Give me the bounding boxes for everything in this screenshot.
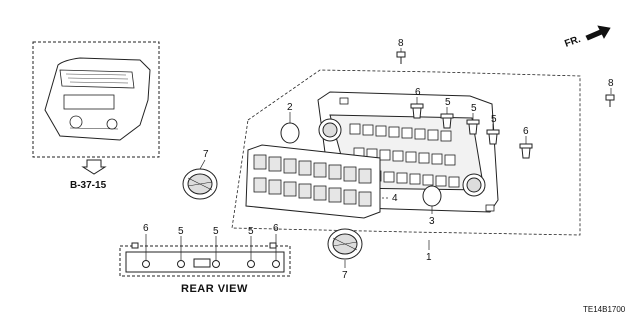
leader-lines [145,48,612,268]
assembly-outline [231,69,581,236]
screw-left [396,51,406,64]
callout-6-upper: 6 [415,87,421,98]
rear-callout-6-right: 6 [273,223,279,234]
callout-1: 1 [426,252,432,263]
front-direction-arrow [585,25,611,41]
rear-callout-5-c: 5 [248,226,254,237]
callout-2: 2 [287,102,293,113]
reference-arrow [81,159,107,175]
disc-part-3 [422,185,442,207]
rear-callout-6-left: 6 [143,223,149,234]
callout-8-left: 8 [398,38,404,49]
reference-label: B-37-15 [70,180,107,191]
knob-lower [327,228,363,260]
callout-5-c: 5 [491,114,497,125]
callout-8-right: 8 [608,78,614,89]
bulb-sockets [410,103,533,159]
callout-5-a: 5 [445,97,451,108]
rear-callout-5-a: 5 [178,226,184,237]
callout-4: 4 [392,193,398,204]
callout-7-upper: 7 [203,149,209,160]
disc-part-2 [280,122,300,144]
front-direction-label: FR. [563,34,582,50]
callout-3: 3 [429,216,435,227]
rear-view [119,242,291,277]
button-panel [245,144,381,219]
rear-view-label: REAR VIEW [181,283,248,295]
screw-right [605,94,615,107]
diagram-code: TE14B1700 [583,305,626,314]
callouts: 8 8 6 5 5 5 6 2 4 3 1 7 7 6 5 5 5 6 [143,38,614,281]
knob-upper [182,168,218,200]
rear-callout-5-b: 5 [213,226,219,237]
callout-6-right: 6 [523,126,529,137]
dashboard-inset [32,41,160,158]
callout-7-lower: 7 [342,270,348,281]
callout-5-b: 5 [471,103,477,114]
